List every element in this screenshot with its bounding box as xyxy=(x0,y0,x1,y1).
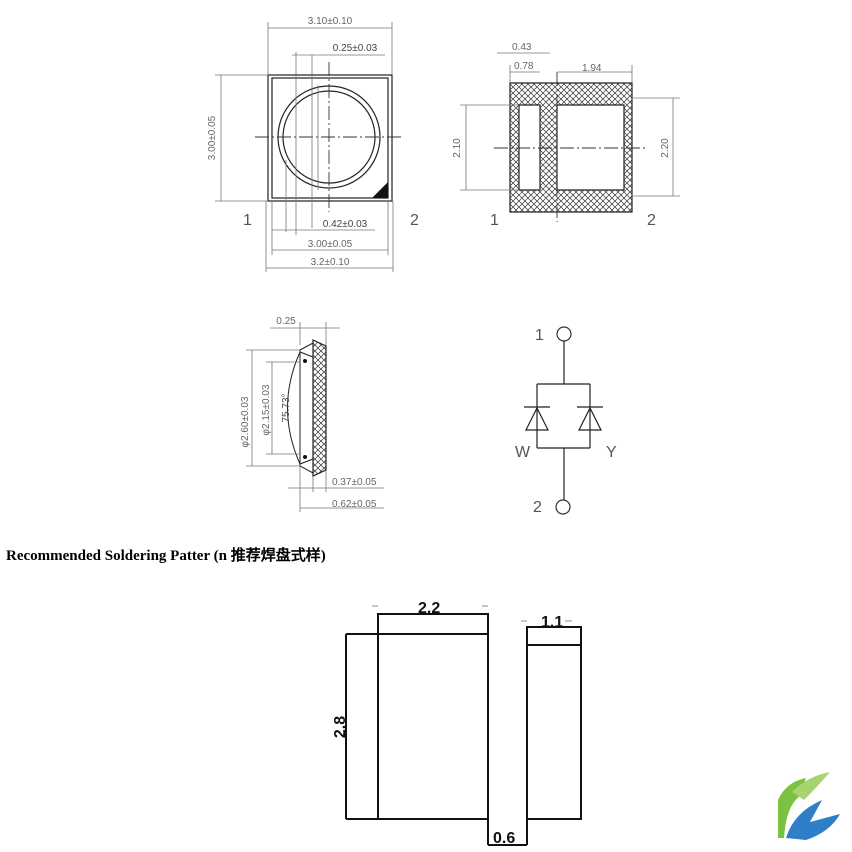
top-view: 3.10±0.10 0.25±0.03 3.00±0.05 1 2 0.42±0… xyxy=(207,16,419,272)
logo-leaf-blue xyxy=(786,800,840,840)
brand-logo xyxy=(778,772,840,840)
pin1-terminal xyxy=(556,326,572,342)
dim-side-t2: 0.62±0.05 xyxy=(332,499,377,510)
bottom-view-pin2: 2 xyxy=(647,212,656,229)
circuit-schematic: 1 W Y 2 xyxy=(515,326,617,516)
solder-pad-large xyxy=(377,613,489,820)
dim-lens-offset: 0.25±0.03 xyxy=(333,43,378,54)
dim-gap: 0.6 xyxy=(493,830,515,847)
side-view-lens-edge xyxy=(299,458,314,465)
side-view-lens-curve xyxy=(287,351,301,465)
side-view-pivot xyxy=(303,359,307,363)
side-view-lens-edge xyxy=(299,351,314,358)
diode-w-symbol xyxy=(525,406,549,431)
side-view-lens-base xyxy=(299,342,314,474)
diode-y-label: Y xyxy=(606,444,617,461)
bottom-view-pin1: 1 xyxy=(490,212,499,229)
logo-leaf-light xyxy=(792,772,830,800)
dim-top-width: 3.10±0.10 xyxy=(308,16,353,27)
dim-bottom-d2: 0.78 xyxy=(514,61,534,72)
dim-bottom-d3: 1.94 xyxy=(582,63,602,74)
dim-pad-gap: 0.42±0.03 xyxy=(323,219,368,230)
diode-y-symbol xyxy=(578,406,602,431)
dim-pad-height: 2.8 xyxy=(332,716,349,738)
top-view-pin1: 1 xyxy=(243,212,252,229)
diode-w-label: W xyxy=(515,444,531,461)
dim-pad-small: 1.1 xyxy=(541,614,563,631)
side-view-body xyxy=(312,339,327,477)
dim-side-t1: 0.37±0.05 xyxy=(332,477,377,488)
dim-body-width: 3.00±0.05 xyxy=(308,239,353,250)
dim-height: 3.00±0.05 xyxy=(207,115,218,160)
dim-pad-width: 2.2 xyxy=(418,600,440,617)
dim-side-top: 0.25 xyxy=(276,316,296,327)
schematic-pin1: 1 xyxy=(535,327,544,344)
dim-side-outer: φ2.60±0.03 xyxy=(240,396,251,447)
dim-pads-width: 3.2±0.10 xyxy=(311,257,350,268)
top-view-polarity-mark xyxy=(372,182,388,198)
soldering-heading: Recommended Soldering Patter (n 推荐焊盘式样) xyxy=(6,548,326,564)
pin2-terminal xyxy=(555,499,571,515)
dim-bottom-d1: 0.43 xyxy=(512,42,532,53)
soldering-pattern: 2.2 1.1 2.8 0.6 xyxy=(332,600,582,847)
top-view-pin2: 2 xyxy=(410,212,419,229)
top-view-package-inner xyxy=(271,77,389,199)
dim-side-angle: 75.73° xyxy=(281,393,292,422)
top-view-package-outline xyxy=(267,74,393,202)
schematic-pin2: 2 xyxy=(533,499,542,516)
side-view: 0.25 φ2.60±0.03 φ2.15±0.03 75.73° 0.37±0… xyxy=(240,316,384,512)
dim-side-inner: φ2.15±0.03 xyxy=(261,384,272,435)
bottom-view: 0.43 0.78 1.94 2.10 2.20 1 2 xyxy=(452,42,680,229)
dim-bottom-right: 2.20 xyxy=(660,138,671,158)
bottom-view-pads xyxy=(509,82,633,213)
solder-pad-small xyxy=(526,626,582,820)
dim-bottom-left: 2.10 xyxy=(452,138,463,158)
side-view-pivot xyxy=(303,455,307,459)
